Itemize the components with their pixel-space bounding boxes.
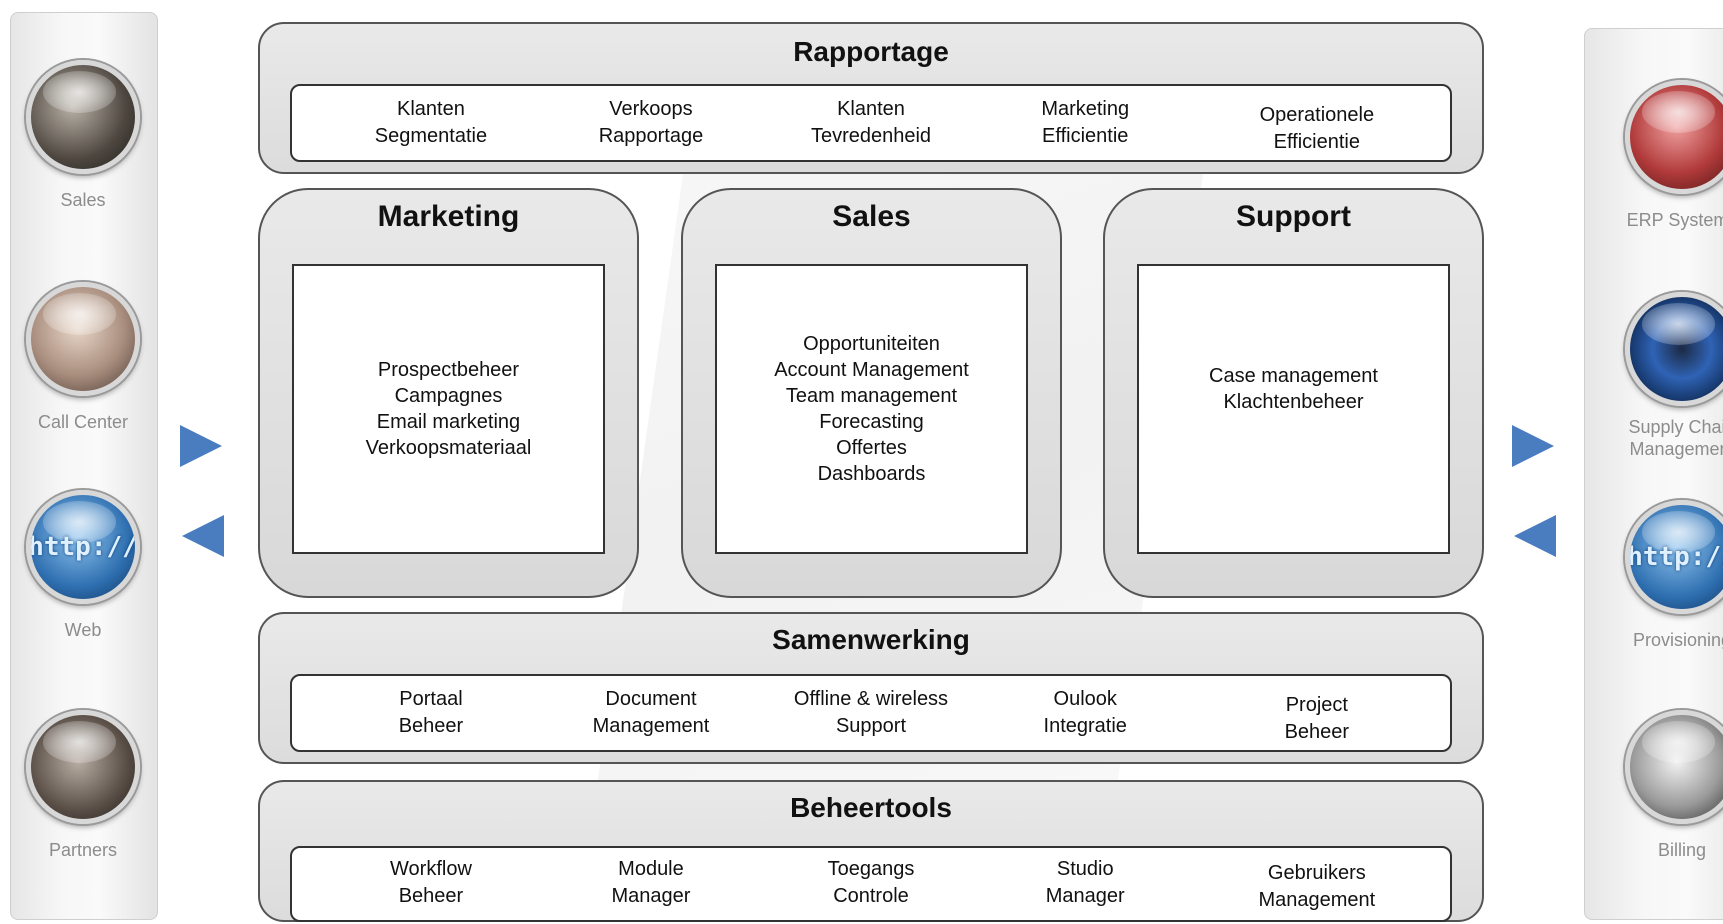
arrow-right-icon bbox=[1512, 425, 1554, 467]
channel-call-center: Call Center bbox=[10, 282, 156, 433]
module-item: Offertes bbox=[836, 437, 907, 459]
channel-label: Web bbox=[64, 620, 102, 640]
collaboration-item: Project Beheer bbox=[1284, 694, 1350, 743]
channel-web: http:// Web bbox=[10, 490, 156, 641]
system-erp: ERP Systems bbox=[1597, 80, 1723, 231]
system-label: Billing bbox=[1657, 840, 1707, 860]
collaboration-item: Offline & wireless Support bbox=[793, 688, 949, 737]
report-item: Marketing Efficientie bbox=[1041, 98, 1130, 147]
beheertools-items: Workflow Beheer Module Manager Toegangs … bbox=[290, 846, 1452, 922]
collaboration-item: Portaal Beheer bbox=[398, 688, 464, 737]
http-text: http:// bbox=[1627, 542, 1723, 572]
collaboration-item: Document Management bbox=[592, 688, 710, 737]
channel-label: Sales bbox=[60, 190, 106, 210]
module-content-box: Opportuniteiten Account Management Team … bbox=[715, 264, 1028, 554]
module-item: Case management bbox=[1209, 365, 1378, 387]
module-content-box: Prospectbeheer Campagnes Email marketing… bbox=[292, 264, 605, 554]
module-title: Support bbox=[1236, 200, 1351, 233]
panel-title: Rapportage bbox=[793, 36, 949, 67]
http-text: http:// bbox=[28, 532, 138, 562]
arrow-left-icon bbox=[1514, 515, 1556, 557]
panel-title: Samenwerking bbox=[772, 624, 970, 655]
rapportage-items: Klanten Segmentatie Verkoops Rapportage … bbox=[290, 84, 1452, 162]
eye-icon bbox=[1625, 292, 1723, 406]
collaboration-item: Oulook Integratie bbox=[1043, 688, 1127, 737]
admin-tool-item: Module Manager bbox=[611, 858, 691, 907]
panel-title: Beheertools bbox=[790, 792, 952, 823]
http-globe-icon: http:// bbox=[26, 490, 140, 604]
system-label: Provisioning bbox=[1632, 630, 1723, 650]
module-item: Email marketing bbox=[376, 411, 521, 433]
system-billing: Billing bbox=[1597, 710, 1723, 861]
admin-tool-item: Studio Manager bbox=[1045, 858, 1125, 907]
marketing-module: Marketing Prospectbeheer Campagnes Email… bbox=[258, 188, 639, 598]
module-item: Account Management bbox=[774, 359, 969, 381]
channel-sales: Sales bbox=[10, 60, 156, 211]
arrow-right-icon bbox=[180, 425, 222, 467]
beheertools-panel: Beheertools Workflow Beheer Module Manag… bbox=[258, 780, 1484, 922]
module-item: Klachtenbeheer bbox=[1223, 391, 1364, 413]
admin-tool-item: Gebruikers Management bbox=[1258, 862, 1376, 911]
erp-systems-icon bbox=[1625, 80, 1723, 194]
admin-tool-item: Workflow Beheer bbox=[390, 858, 472, 907]
channel-label: Partners bbox=[48, 840, 118, 860]
channel-label: Call Center bbox=[37, 412, 129, 432]
system-supply-chain: Supply Chain Management bbox=[1597, 292, 1723, 460]
module-item: Verkoopsmateriaal bbox=[365, 437, 532, 459]
arrow-left-icon bbox=[182, 515, 224, 557]
http-globe-icon: http:// bbox=[1625, 500, 1723, 614]
module-title: Sales bbox=[832, 200, 911, 233]
report-item: Verkoops Rapportage bbox=[598, 98, 704, 147]
system-provisioning: http:// Provisioning bbox=[1597, 500, 1723, 651]
sales-module: Sales Opportuniteiten Account Management… bbox=[681, 188, 1062, 598]
module-item: Team management bbox=[785, 385, 958, 407]
call-center-agent-icon bbox=[26, 282, 140, 396]
samenwerking-items: Portaal Beheer Document Management Offli… bbox=[290, 674, 1452, 752]
handshake-businessmen-icon bbox=[26, 60, 140, 174]
admin-tool-item: Toegangs Controle bbox=[827, 858, 915, 907]
module-item: Forecasting bbox=[819, 411, 924, 433]
module-content-box: Case management Klachtenbeheer bbox=[1137, 264, 1450, 554]
module-item: Campagnes bbox=[394, 385, 503, 407]
report-item: Klanten Tevredenheid bbox=[810, 98, 932, 147]
report-item: Operationele Efficientie bbox=[1259, 104, 1375, 153]
system-label: Supply Chain Management bbox=[1628, 417, 1723, 459]
system-label: ERP Systems bbox=[1626, 210, 1723, 230]
module-item: Dashboards bbox=[817, 463, 926, 485]
channel-partners: Partners bbox=[10, 710, 156, 861]
samenwerking-panel: Samenwerking Portaal Beheer Document Man… bbox=[258, 612, 1484, 764]
support-module: Support Case management Klachtenbeheer bbox=[1103, 188, 1484, 598]
rapportage-panel: Rapportage Klanten Segmentatie Verkoops … bbox=[258, 22, 1484, 174]
partners-handshake-icon bbox=[26, 710, 140, 824]
module-item: Prospectbeheer bbox=[377, 359, 520, 381]
module-item: Opportuniteiten bbox=[803, 333, 940, 355]
report-item: Klanten Segmentatie bbox=[374, 98, 488, 147]
module-title: Marketing bbox=[377, 200, 520, 233]
billing-papers-icon bbox=[1625, 710, 1723, 824]
